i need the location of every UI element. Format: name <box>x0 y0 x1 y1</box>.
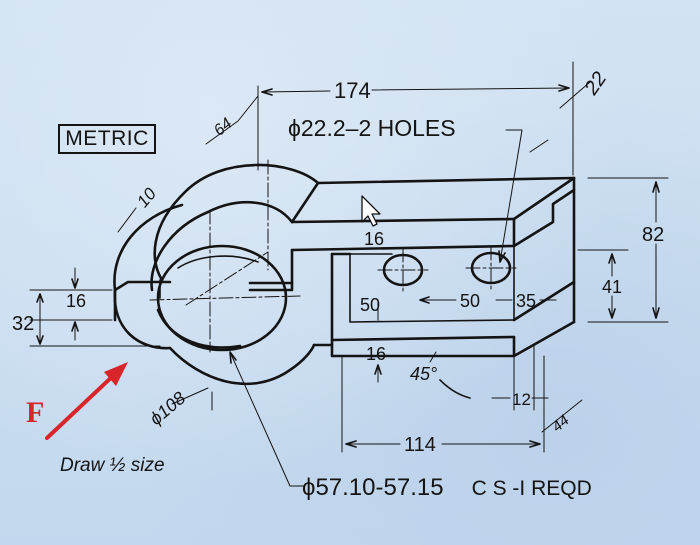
force-label: F <box>26 396 45 429</box>
dim-114: 114 <box>404 434 436 456</box>
dim-174: 174 <box>334 78 371 103</box>
dimension-lines <box>29 61 669 487</box>
dim-32: 32 <box>12 313 34 335</box>
dim-50-b: 50 <box>460 291 480 311</box>
holes <box>377 245 517 293</box>
base-block <box>290 176 576 358</box>
dim-16-left: 16 <box>66 291 86 311</box>
dim-41: 41 <box>602 277 622 297</box>
bore-note: ϕ57.10-57.15 C S -I REQD <box>302 474 592 502</box>
dim-44: 44 <box>549 412 573 436</box>
mouse-pointer-icon <box>361 195 381 227</box>
dim-64: 64 <box>211 115 236 140</box>
quantity-note: C S -I REQD <box>471 477 592 500</box>
cylinder-boss <box>113 159 334 386</box>
scale-note: Draw ½ size <box>60 455 165 476</box>
dim-108: ϕ108 <box>146 388 190 429</box>
dimension-labels: 174 22 64 10 82 41 16 16 32 50 50 35 16 … <box>12 68 664 456</box>
holes-note: ϕ22.2–2 HOLES <box>288 115 456 141</box>
dim-22: 22 <box>580 68 611 100</box>
dim-45-deg: 45° <box>410 364 437 384</box>
bore-circle <box>156 244 288 352</box>
dim-12: 12 <box>512 390 531 409</box>
bore-diameter: ϕ57.10-57.15 <box>302 474 444 501</box>
dim-82: 82 <box>642 224 664 246</box>
dim-16-low: 16 <box>366 344 386 364</box>
dim-10: 10 <box>133 184 160 211</box>
dim-35: 35 <box>516 291 536 311</box>
dim-16-top: 16 <box>364 229 384 249</box>
metric-label: METRIC <box>58 124 156 154</box>
force-arrow <box>45 362 128 440</box>
dim-50-a: 50 <box>360 295 380 315</box>
